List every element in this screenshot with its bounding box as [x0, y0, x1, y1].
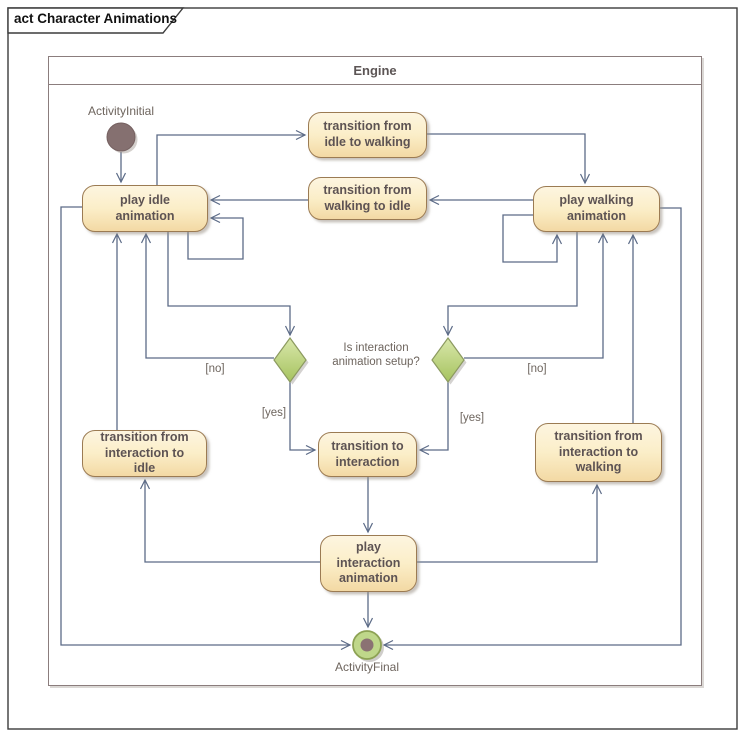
- node-label: transition from interaction to walking: [554, 428, 643, 475]
- engine-partition-title: Engine: [353, 63, 397, 78]
- node-play-idle-animation[interactable]: play idle animation: [82, 185, 208, 232]
- node-transition-walking-to-idle[interactable]: transition from walking to idle: [308, 177, 427, 220]
- node-label: play walking animation: [559, 193, 634, 223]
- node-transition-interaction-to-walking[interactable]: transition from interaction to walking: [535, 423, 662, 482]
- activity-final-label: ActivityFinal: [334, 660, 399, 674]
- decision-question-label: Is interaction animation setup?: [332, 342, 420, 369]
- node-label: transition from interaction to idle: [100, 429, 189, 476]
- node-transition-idle-to-walking[interactable]: transition from idle to walking: [308, 112, 427, 158]
- guard-no-right: [no]: [527, 363, 547, 375]
- node-play-interaction-animation[interactable]: play interaction animation: [320, 535, 417, 592]
- node-play-walking-animation[interactable]: play walking animation: [533, 186, 660, 232]
- guard-no-left: [no]: [205, 363, 225, 375]
- node-label: play interaction animation: [336, 539, 401, 586]
- node-label: transition to interaction: [331, 438, 404, 469]
- diagram-tab-title: act Character Animations: [14, 11, 178, 26]
- node-label: transition from walking to idle: [323, 182, 412, 213]
- activity-initial-label: ActivityInitial: [87, 104, 155, 118]
- node-transition-interaction-to-idle[interactable]: transition from interaction to idle: [82, 430, 207, 477]
- node-transition-to-interaction[interactable]: transition to interaction: [318, 432, 417, 477]
- guard-yes-right: [yes]: [459, 412, 485, 424]
- engine-partition-header[interactable]: Engine: [49, 57, 701, 85]
- node-label: play idle animation: [115, 192, 175, 223]
- node-label: transition from idle to walking: [323, 119, 412, 149]
- guard-yes-left: [yes]: [261, 407, 287, 419]
